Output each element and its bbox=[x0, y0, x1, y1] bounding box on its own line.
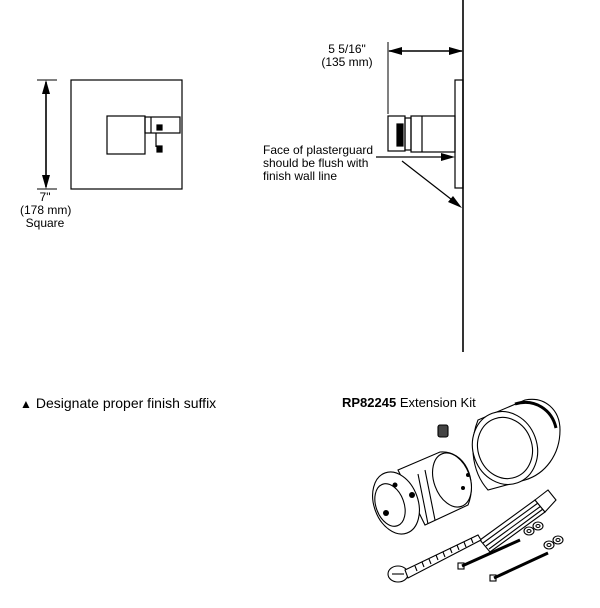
side-view-dimension: 5 5/16" (135 mm) bbox=[318, 43, 376, 69]
cartridge-extension bbox=[372, 451, 472, 535]
front-view-dimension: 7" (178 mm) Square bbox=[20, 190, 72, 230]
valve-body-profile bbox=[410, 115, 456, 153]
plasterguard-note-line1: Face of plasterguard bbox=[263, 143, 374, 157]
plasterguard-note-line3: finish wall line bbox=[263, 169, 338, 183]
depth-inches-label: 5 5/16" bbox=[328, 42, 366, 56]
height-metric-label: (178 mm) bbox=[20, 203, 72, 217]
plasterguard-note: Face of plasterguard should be flush wit… bbox=[263, 144, 373, 183]
handle-profile-detail bbox=[396, 123, 404, 147]
body-step bbox=[404, 117, 412, 151]
shape-label: Square bbox=[25, 216, 65, 230]
leader-arrow-wall bbox=[448, 196, 462, 208]
threaded-rods bbox=[457, 538, 549, 582]
nuts-and-washers bbox=[523, 521, 564, 550]
dim-arrow-top bbox=[42, 80, 50, 94]
extension-kit-title: RP82245 Extension Kit bbox=[342, 395, 476, 410]
kit-part-number: RP82245 bbox=[342, 395, 397, 410]
lever-mark-lower bbox=[156, 145, 163, 153]
square-trim-plate bbox=[70, 79, 183, 190]
extension-kit-illustration bbox=[372, 398, 564, 583]
handle-profile bbox=[387, 115, 406, 152]
long-screw bbox=[387, 534, 482, 583]
depth-metric-label: (135 mm) bbox=[321, 55, 373, 69]
height-inches-label: 7" bbox=[39, 190, 51, 204]
spline-shaft bbox=[479, 489, 557, 553]
plasterguard-note-line2: should be flush with bbox=[263, 156, 369, 170]
leader-arrow-plasterguard bbox=[441, 153, 455, 161]
front-view bbox=[37, 79, 183, 190]
depth-arrow-left bbox=[388, 47, 402, 55]
lever-mark bbox=[156, 124, 163, 131]
triangle-icon: ▲ bbox=[20, 397, 32, 411]
depth-arrow-right bbox=[449, 47, 463, 55]
set-screw bbox=[437, 424, 449, 438]
handle-body bbox=[106, 115, 146, 155]
dim-arrow-bottom bbox=[42, 175, 50, 189]
leader-line-wall bbox=[401, 160, 457, 204]
extension-sleeve bbox=[471, 398, 561, 491]
kit-name: Extension Kit bbox=[399, 395, 476, 410]
side-view bbox=[376, 0, 464, 352]
handle-lever bbox=[144, 116, 181, 134]
trim-plate-profile bbox=[454, 79, 464, 189]
finish-suffix-text: Designate proper finish suffix bbox=[35, 395, 217, 411]
finish-suffix-note: ▲Designate proper finish suffix bbox=[20, 395, 216, 412]
